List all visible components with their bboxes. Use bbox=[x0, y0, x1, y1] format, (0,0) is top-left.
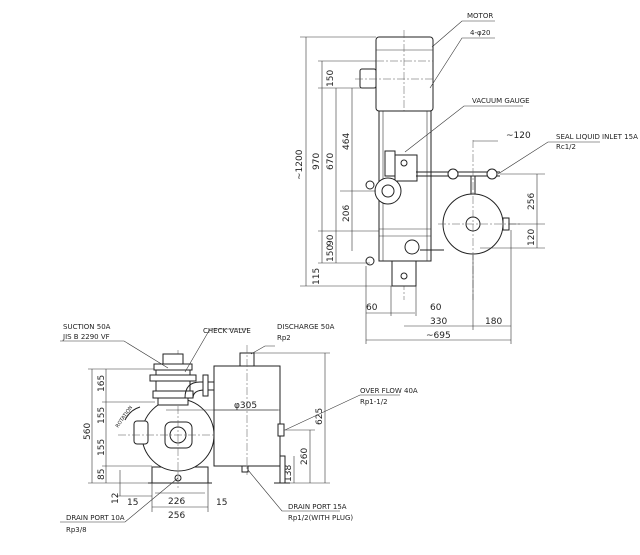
top-horizontal-dimensions bbox=[365, 140, 512, 344]
vacuum-gauge bbox=[384, 150, 396, 177]
dim-85: 85 bbox=[97, 469, 107, 480]
dim-256: 256 bbox=[168, 511, 185, 521]
motor-terminal-box bbox=[359, 68, 377, 89]
top-view: MOTOR 4-φ20 VACUUM GAUGE SEAL LIQUID INL… bbox=[295, 12, 638, 344]
seal-inlet-valve bbox=[486, 168, 498, 180]
dim-260: 260 bbox=[300, 448, 310, 465]
dim-12: 12 bbox=[111, 493, 121, 504]
pump-casing bbox=[391, 260, 417, 287]
label-seal-inlet: SEAL LIQUID INLET 15A bbox=[556, 133, 638, 141]
dim-115: 115 bbox=[312, 268, 322, 285]
dim-1200: ~1200 bbox=[295, 149, 305, 180]
label-suction-standard: JIS B 2290 VF bbox=[62, 333, 110, 341]
label-discharge: DISCHARGE 50A bbox=[277, 323, 335, 331]
label-drain-15a: DRAIN PORT 15A bbox=[288, 503, 347, 511]
dim-tank-diameter: φ305 bbox=[234, 401, 257, 411]
dim-120-side: 120 bbox=[527, 229, 537, 246]
label-drain-15a-thread: Rp1/2(WITH PLUG) bbox=[288, 514, 353, 522]
label-drain-10a-thread: Rp3/8 bbox=[66, 526, 87, 534]
dim-625: 625 bbox=[315, 408, 325, 425]
dim-150-bottom: 150 bbox=[326, 245, 336, 262]
dim-560: 560 bbox=[83, 423, 93, 440]
label-overflow-thread: Rp1-1/2 bbox=[360, 398, 388, 406]
dim-165: 165 bbox=[97, 375, 107, 392]
dim-256-top: 256 bbox=[527, 193, 537, 210]
dim-60-right: 60 bbox=[430, 303, 442, 313]
label-motor: MOTOR bbox=[467, 12, 493, 20]
dim-180: 180 bbox=[485, 317, 502, 327]
label-suction: SUCTION 50A bbox=[63, 323, 111, 331]
dim-226: 226 bbox=[168, 497, 185, 507]
label-check-valve: CHECK VALVE bbox=[203, 327, 251, 335]
dim-155-top: 155 bbox=[97, 407, 107, 424]
label-overflow: OVER FLOW 40A bbox=[360, 387, 418, 395]
dim-90: 90 bbox=[326, 234, 336, 246]
dim-120-top: ~120 bbox=[506, 131, 531, 141]
rotation-arrow-icon bbox=[124, 406, 141, 421]
label-seal-inlet-thread: Rc1/2 bbox=[556, 143, 576, 151]
front-view: ROTATION SUCTION 50A JIS B 2290 VF CHECK… bbox=[60, 323, 418, 534]
dim-330: 330 bbox=[430, 317, 447, 327]
front-dimensions bbox=[88, 352, 330, 512]
dim-150-top: 150 bbox=[326, 70, 336, 87]
dim-15-right: 15 bbox=[216, 498, 227, 508]
motor-body bbox=[375, 36, 434, 112]
label-drain-10a: DRAIN PORT 10A bbox=[66, 514, 125, 522]
dim-464: 464 bbox=[342, 133, 352, 150]
dim-138: 138 bbox=[284, 465, 294, 482]
top-vertical-dimensions bbox=[300, 36, 545, 287]
rotation-label: ROTATION bbox=[115, 405, 135, 429]
dim-970: 970 bbox=[312, 153, 322, 170]
overflow-port bbox=[277, 423, 285, 437]
dim-155-bottom: 155 bbox=[97, 439, 107, 456]
seal-valve bbox=[447, 168, 459, 180]
dim-15-left: 15 bbox=[127, 498, 138, 508]
dim-670: 670 bbox=[326, 153, 336, 170]
dim-206: 206 bbox=[342, 205, 352, 222]
dim-60-left: 60 bbox=[366, 303, 378, 313]
label-vacuum-gauge: VACUUM GAUGE bbox=[472, 97, 530, 105]
label-discharge-thread: Rp2 bbox=[277, 334, 291, 342]
label-bolts: 4-φ20 bbox=[470, 29, 491, 37]
dim-695: ~695 bbox=[426, 331, 451, 341]
